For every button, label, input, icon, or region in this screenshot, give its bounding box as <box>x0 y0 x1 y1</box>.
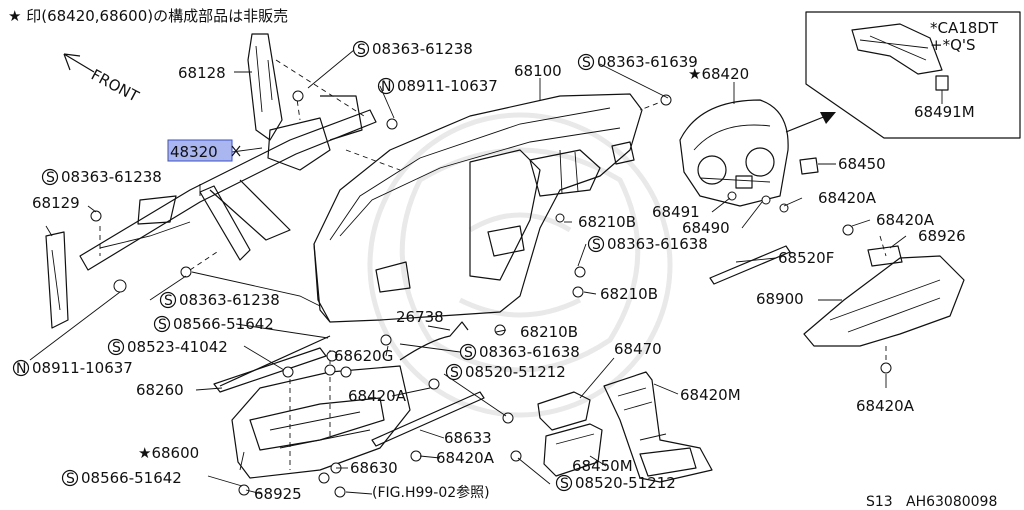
label-68630: 68630 <box>350 459 398 477</box>
label-68420A-2: 68420A <box>876 211 935 229</box>
footer-code: AH63080098 <box>906 494 997 510</box>
label-68450M: 68450M <box>572 457 633 475</box>
front-label: FRONT <box>88 66 142 106</box>
inset-arrow <box>785 115 827 133</box>
svg-text:S: S <box>450 365 459 381</box>
label-bolt-61639: 08363-61639 <box>597 53 698 71</box>
label-68450: 68450 <box>838 155 886 173</box>
label-bolt-61638-a: 08363-61638 <box>607 235 708 253</box>
label-68420A-3: 68420A <box>348 387 407 405</box>
label-bolt-51212-a: 08520-51212 <box>465 363 566 381</box>
label-bolt-51642-a: 08566-51642 <box>173 315 274 333</box>
svg-text:N: N <box>16 361 26 377</box>
footer-section: S13 <box>866 494 893 510</box>
label-nut-10637-bottom: 08911-10637 <box>32 359 133 377</box>
label-68420A-1: 68420A <box>818 189 877 207</box>
rod-68260 <box>219 335 331 387</box>
label-68420-star: ★68420 <box>688 65 749 83</box>
glove-box <box>213 347 411 479</box>
brackets <box>537 391 603 477</box>
label-bolt-61238-left: 08363-61238 <box>61 168 162 186</box>
label-68926: 68926 <box>918 227 966 245</box>
label-68900: 68900 <box>756 290 804 308</box>
label-68128: 68128 <box>178 64 226 82</box>
svg-text:S: S <box>560 476 569 492</box>
label-68100: 68100 <box>514 62 562 80</box>
svg-text:S: S <box>464 345 473 361</box>
label-68129: 68129 <box>32 194 80 212</box>
inset-box <box>805 11 1021 139</box>
highlight-48320 <box>167 139 233 162</box>
bolt-symbols: S N S S S S S S N S S S S <box>12 40 605 492</box>
inset-note-2: +*Q'S <box>930 36 976 54</box>
lower-panel <box>803 245 965 347</box>
label-bolt-61238-bottom: 08363-61238 <box>179 291 280 309</box>
label-nut-10637-top: 08911-10637 <box>397 77 498 95</box>
svg-text:S: S <box>164 293 173 309</box>
label-26738: 26738 <box>396 308 444 326</box>
cross-mark-icon <box>231 145 241 157</box>
label-68420A-4: 68420A <box>436 449 495 467</box>
svg-text:S: S <box>112 340 121 356</box>
svg-text:S: S <box>357 42 366 58</box>
svg-text:S: S <box>582 55 591 71</box>
svg-text:S: S <box>592 237 601 253</box>
center-console <box>603 371 713 483</box>
label-68520F: 68520F <box>778 249 834 267</box>
label-68210B-3: 68210B <box>520 323 578 341</box>
header-note: ★ 印(68420,68600)の構成部品は非販売 <box>8 7 288 25</box>
harness-26738 <box>399 321 469 361</box>
label-68491: 68491 <box>652 203 700 221</box>
label-bolt-41042: 08523-41042 <box>127 338 228 356</box>
label-68633: 68633 <box>444 429 492 447</box>
fig-reference: (FIG.H99-02参照) <box>372 484 490 501</box>
dashboard-panel <box>313 93 643 323</box>
inset-note-1: *CA18DT <box>930 19 999 37</box>
label-bolt-51212-b: 08520-51212 <box>575 474 676 492</box>
label-68420M: 68420M <box>680 386 741 404</box>
label-68210B-1: 68210B <box>578 213 636 231</box>
label-68260: 68260 <box>136 381 184 399</box>
inset-part-68491M: 68491M <box>914 103 975 121</box>
label-68490: 68490 <box>682 219 730 237</box>
steering-member <box>45 33 377 329</box>
svg-text:N: N <box>381 79 391 95</box>
gauge-cluster <box>679 99 819 207</box>
label-bolt-51642-b: 08566-51642 <box>81 469 182 487</box>
label-68420A-5: 68420A <box>856 397 915 415</box>
trim-strip-68520F <box>709 245 791 285</box>
assembly-lines <box>99 59 887 470</box>
trim-strip-68633 <box>371 391 485 447</box>
svg-text:S: S <box>66 471 75 487</box>
leader-lines <box>29 49 907 495</box>
front-arrow-icon <box>63 53 95 73</box>
label-68925: 68925 <box>254 485 302 503</box>
svg-text:S: S <box>158 317 167 333</box>
label-68600-star: ★68600 <box>138 444 199 462</box>
label-68210B-2: 68210B <box>600 285 658 303</box>
label-48320[interactable]: 48320 <box>170 143 218 161</box>
svg-text:S: S <box>46 170 55 186</box>
fasteners <box>90 90 892 498</box>
label-68470: 68470 <box>614 340 662 358</box>
label-68620G: 68620G <box>334 347 393 365</box>
label-bolt-61238-top: 08363-61238 <box>372 40 473 58</box>
watermark-logo <box>367 112 673 418</box>
label-bolt-61638-b: 08363-61638 <box>479 343 580 361</box>
